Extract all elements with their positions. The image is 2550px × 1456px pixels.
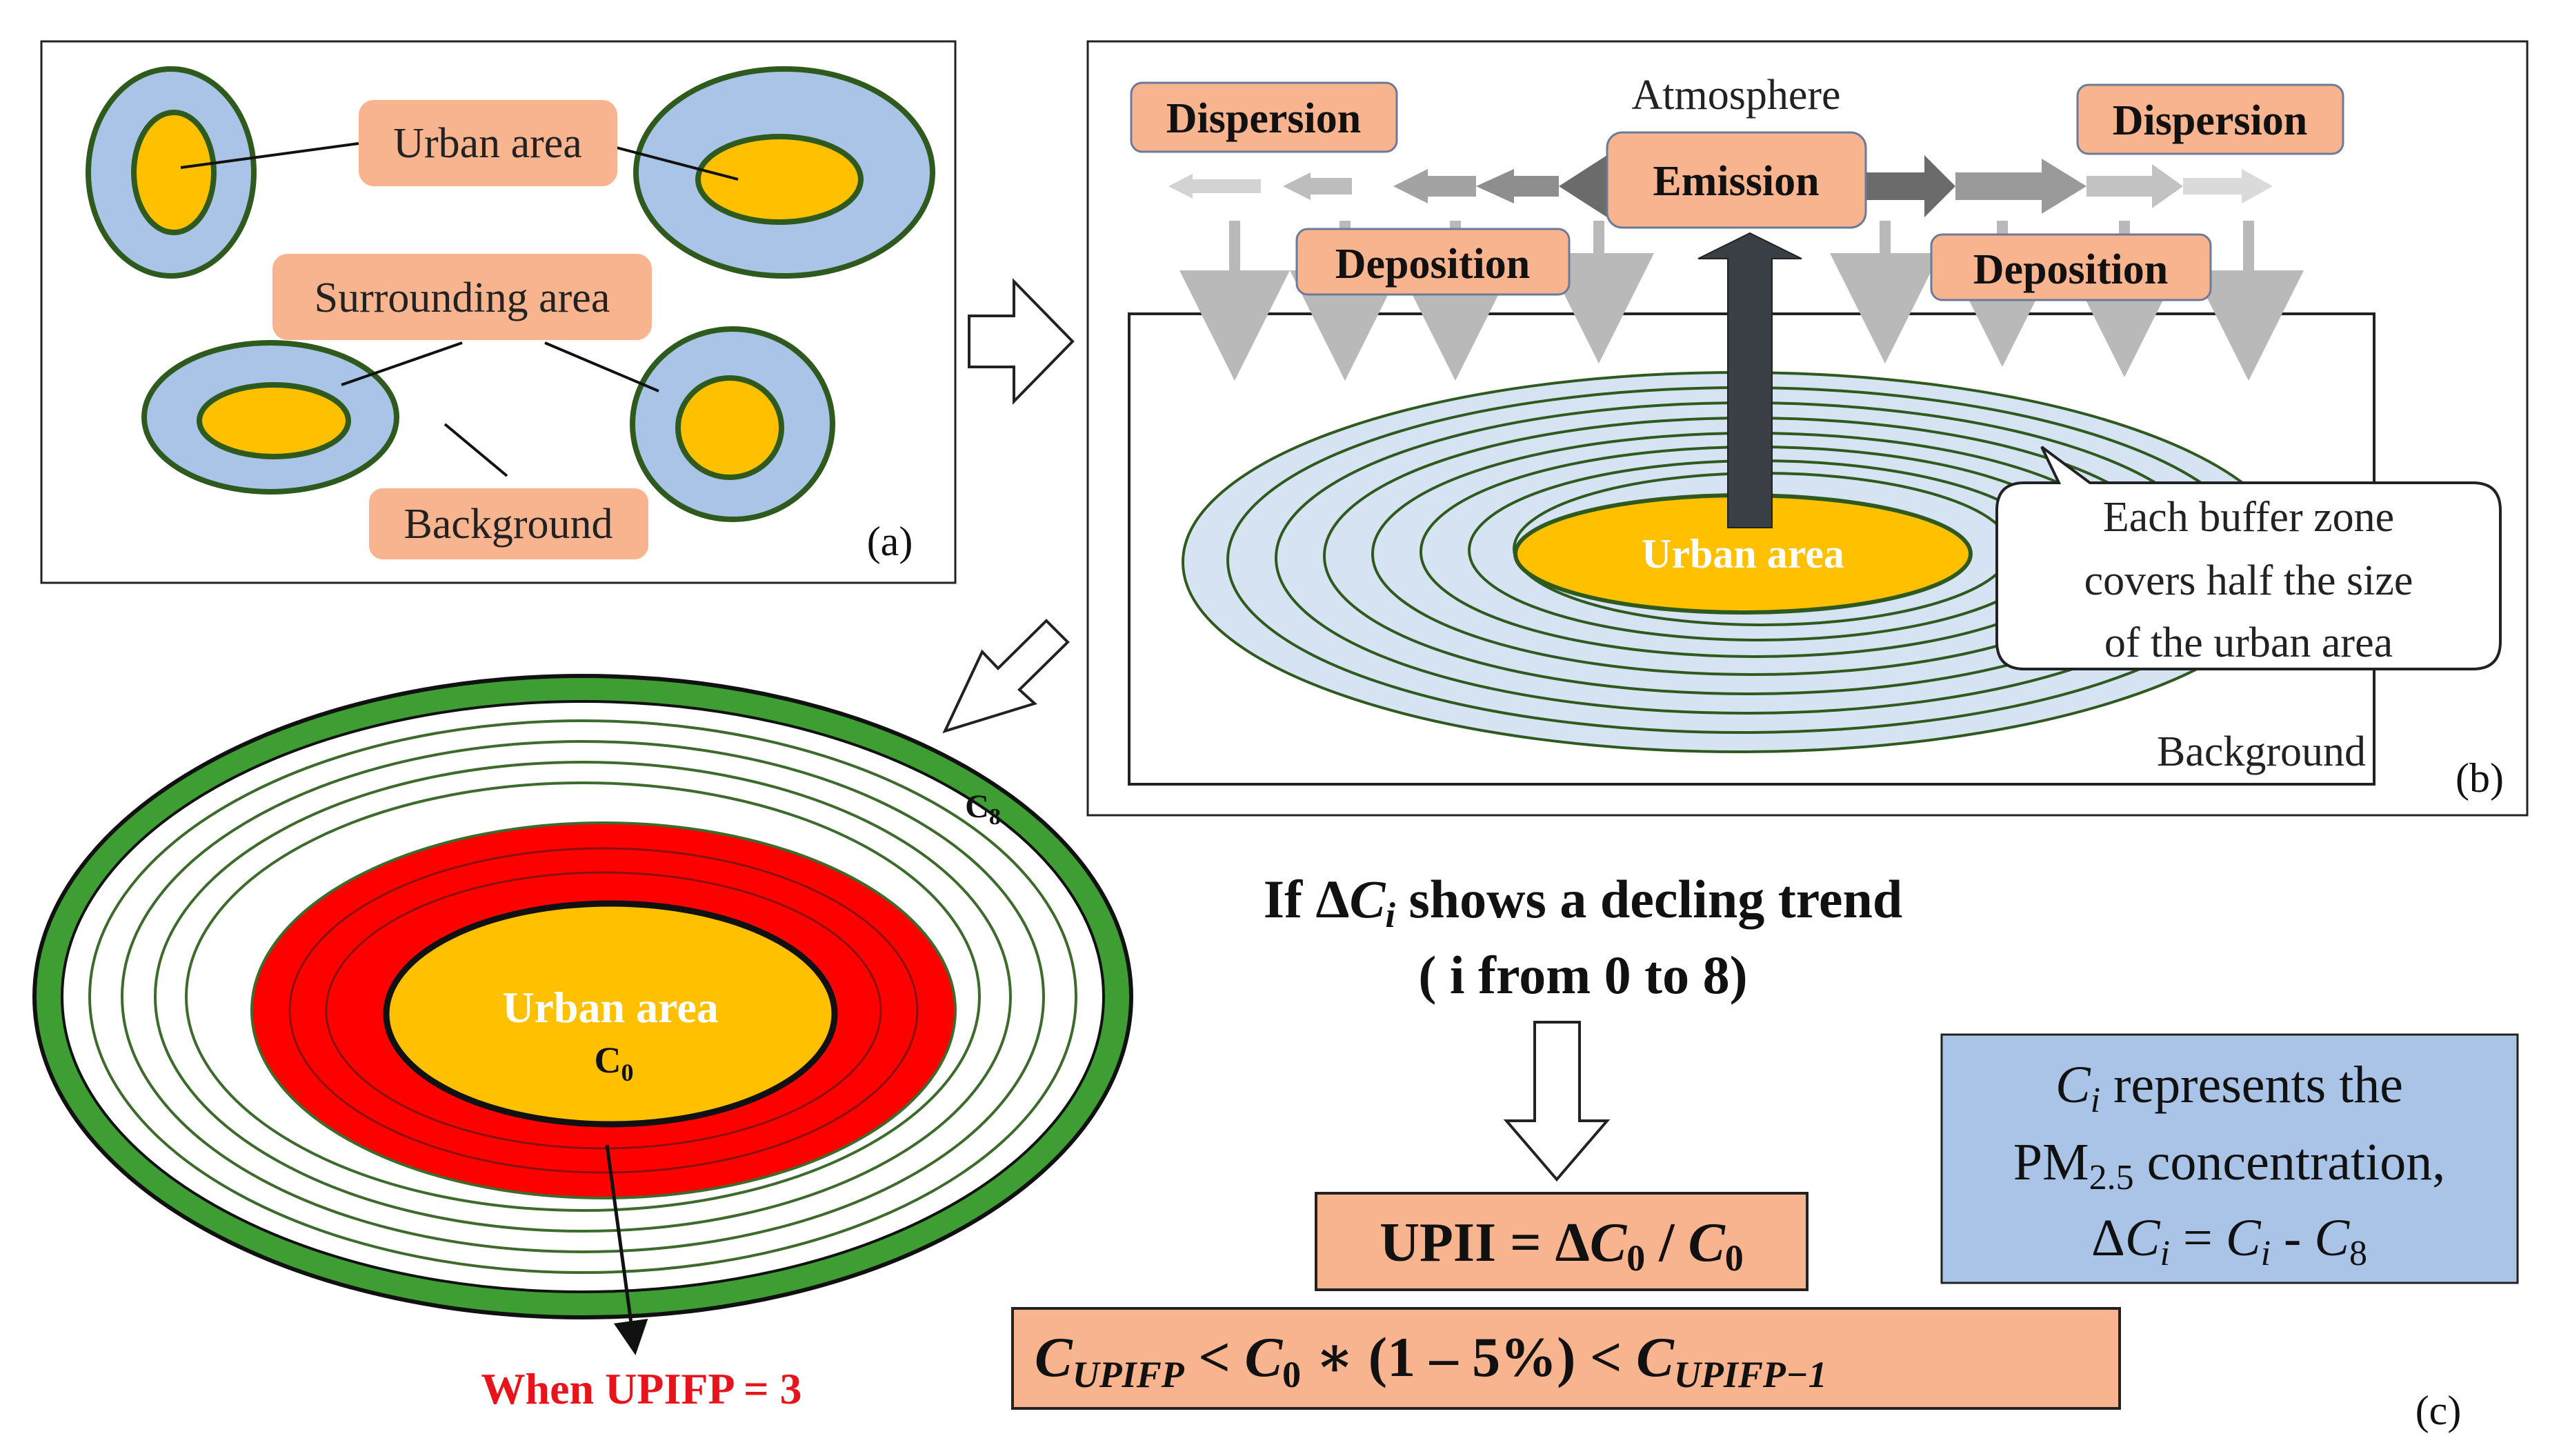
callout-line-1: Each buffer zone (2103, 494, 2394, 541)
urban-core (131, 110, 217, 235)
buffer-ring (325, 871, 882, 1150)
leader-line (613, 146, 739, 181)
surrounding-label: Surrounding area (315, 275, 610, 321)
definition-line-1: Ci represents the (2055, 1056, 2403, 1120)
implies-arrow (1503, 1021, 1611, 1182)
atmosphere-label: Atmosphere (1631, 72, 1840, 119)
surrounding-label-box (272, 254, 652, 340)
callout-bubble-shape (1995, 446, 2502, 670)
definition-line-2: PM2.5 concentration, (2013, 1133, 2445, 1197)
urban-label-b: Urban area (1642, 531, 1844, 577)
inequality-formula: CUPIFP < C0 ∗ (1 – 5%) < CUPIFP−1 (1035, 1326, 1827, 1395)
deposition-label-left: Deposition (1335, 241, 1530, 288)
condition-line-2: ( i from 0 to 8) (1418, 945, 1747, 1005)
dispersion-box-left (1130, 81, 1398, 153)
leader-line (544, 341, 659, 392)
urban-label: Urban area (393, 120, 582, 167)
panel-a-tag: (a) (867, 519, 913, 564)
emission-up-arrow (1697, 232, 1802, 528)
c8-label: C8 (965, 788, 1001, 830)
panel-a: Urban area Surrounding area Background (… (40, 40, 957, 584)
c0-label: C0 (595, 1039, 634, 1086)
dispersion-label-right: Dispersion (2113, 97, 2307, 144)
leader-line (180, 142, 359, 169)
flow-arrow-right (968, 278, 1075, 405)
when-upifp-label: When UPIFP = 3 (481, 1364, 802, 1413)
upii-formula: UPII = ΔC0 / C0 (1379, 1213, 1744, 1279)
upii-box (1315, 1192, 1809, 1291)
callout-line-2: covers half the size (2084, 557, 2413, 604)
buffer-rings-c (88, 719, 1077, 1274)
background-label: Background (404, 501, 612, 548)
urban-label-box (359, 100, 617, 186)
dispersion-arrows-left (1168, 155, 1614, 217)
leader-line (341, 341, 463, 386)
urban-label-c: Urban area (502, 983, 718, 1032)
leader-line (444, 423, 508, 477)
deposition-label-right: Deposition (1973, 246, 2168, 293)
panel-b-tag: (b) (2456, 755, 2504, 801)
callout-line-3: of the urban area (2104, 619, 2393, 666)
emission-box (1606, 131, 1867, 229)
dispersion-label-left: Dispersion (1166, 95, 1361, 142)
panel-c-tag: (c) (2415, 1388, 2462, 1433)
urban-core (695, 134, 864, 225)
background-label-b: Background (2157, 728, 2366, 775)
inequality-box (1011, 1307, 2121, 1410)
background-label-box (369, 488, 648, 559)
emission-label: Emission (1653, 158, 1819, 205)
definition-line-3: ΔCi = Ci - C8 (2091, 1209, 2367, 1273)
panel-b: Urban area (1086, 40, 2529, 817)
buffer-ring (288, 847, 919, 1174)
flow-arrow-down-left (942, 619, 1070, 734)
definition-box (1940, 1033, 2519, 1284)
upifp-pointer (605, 1144, 648, 1355)
panel-c: Urban area C0 C8 When UPIFP = 3 If ΔCi s… (32, 674, 2519, 1433)
urban-core (197, 382, 351, 459)
condition-line-1: If ΔCi shows a decling trend (1264, 869, 1903, 935)
dispersion-box-right (2076, 83, 2344, 155)
dispersion-arrows-right (1862, 155, 2273, 217)
deposition-box-right (1930, 233, 2212, 301)
urban-core (675, 375, 784, 480)
deposition-box-left (1295, 228, 1571, 296)
urban-core-c (383, 900, 838, 1128)
